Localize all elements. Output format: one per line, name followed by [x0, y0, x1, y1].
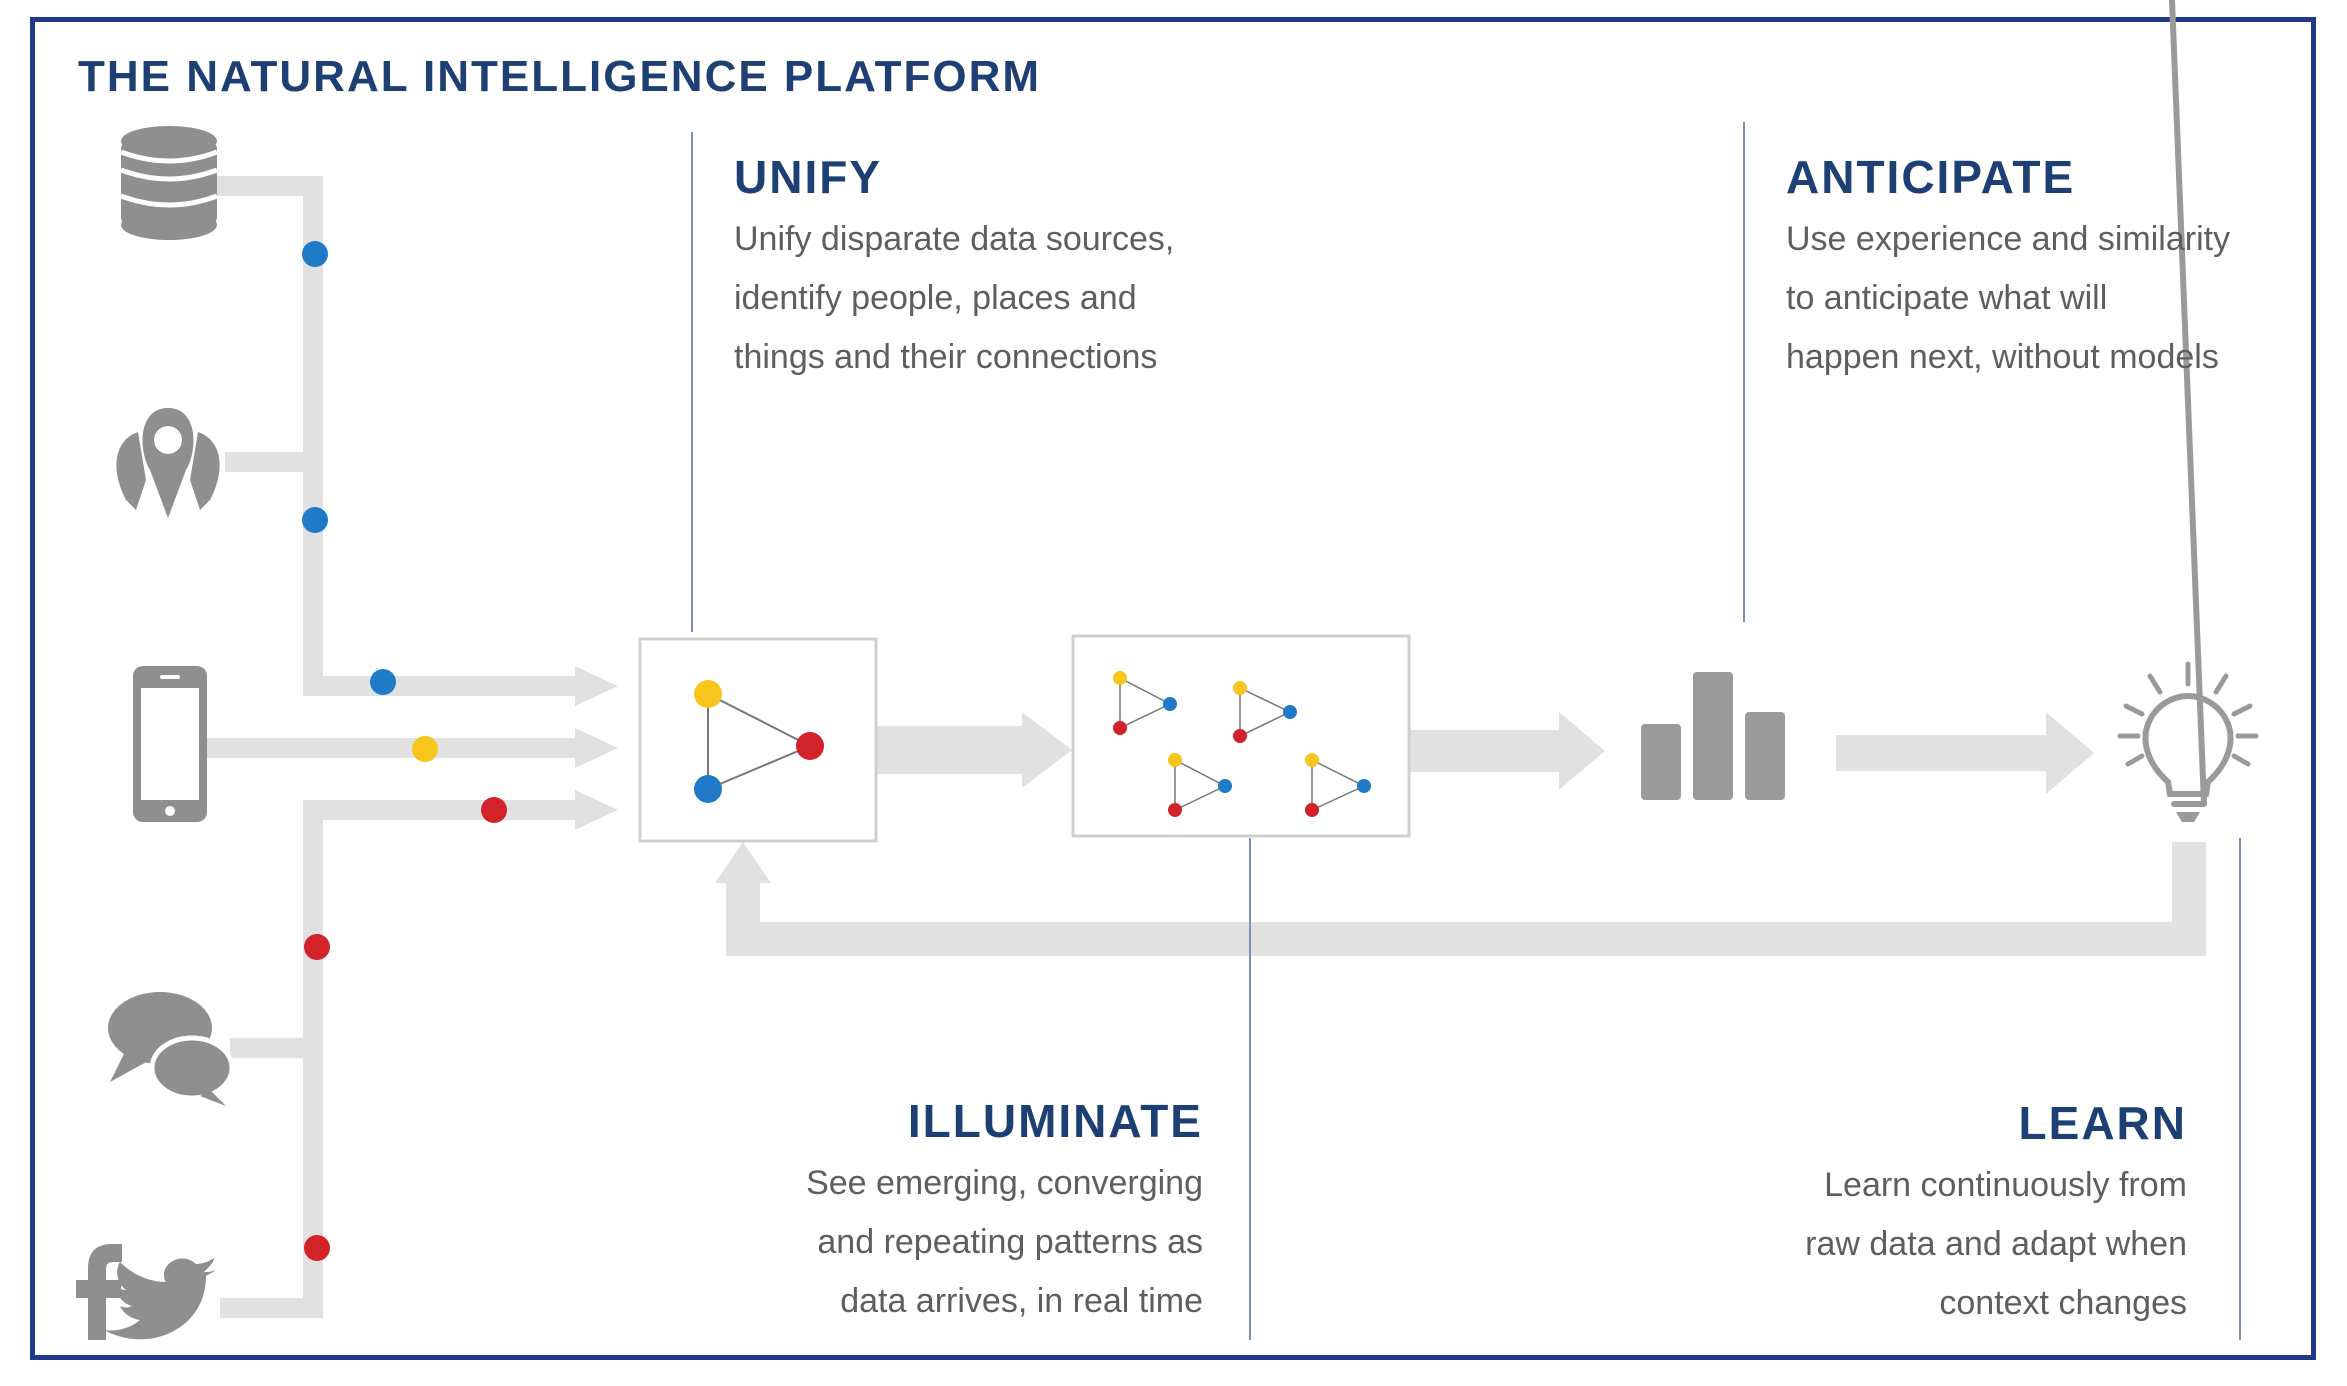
red-dot	[304, 934, 330, 960]
anticipate-line: happen next, without models	[1786, 338, 2219, 376]
unify-line: things and their connections	[734, 338, 1158, 376]
illuminate-heading: ILLUMINATE	[907, 1095, 1203, 1147]
page-title: THE NATURAL INTELLIGENCE PLATFORM	[78, 52, 1042, 101]
blue-dot	[370, 669, 396, 695]
location-icon	[116, 408, 220, 518]
triangle-graph-icon	[638, 637, 878, 843]
illuminate-line: and repeating patterns as	[817, 1223, 1203, 1261]
pattern-cluster-icon	[1071, 634, 1411, 838]
mobile-phone-icon	[133, 666, 207, 822]
data-dots	[302, 241, 507, 1261]
illuminate-description: See emerging, converging and repeating p…	[806, 1154, 1203, 1331]
learn-line: context changes	[1939, 1284, 2187, 1322]
learn-line: Learn continuously from	[1824, 1166, 2187, 1204]
database-icon	[120, 126, 218, 240]
anticipate-line: to anticipate what will	[1786, 279, 2108, 317]
facebook-icon	[76, 1244, 122, 1340]
section-dividers	[691, 122, 2241, 1340]
blue-dot	[302, 507, 328, 533]
mini-triangle	[1168, 753, 1232, 817]
unify-heading: UNIFY	[734, 151, 882, 203]
anticipate-heading: ANTICIPATE	[1786, 151, 2076, 203]
red-dot	[304, 1235, 330, 1261]
learn-heading: LEARN	[2018, 1097, 2187, 1149]
yellow-dot	[412, 736, 438, 762]
learn-description: Learn continuously from raw data and ada…	[1805, 1156, 2187, 1333]
bar-chart-icon	[1641, 672, 1785, 800]
mini-triangle	[1113, 671, 1177, 735]
blue-dot	[302, 241, 328, 267]
illuminate-line: data arrives, in real time	[840, 1282, 1203, 1320]
anticipate-description: Use experience and similarity to anticip…	[1786, 210, 2230, 387]
unify-line: identify people, places and	[734, 279, 1137, 317]
anticipate-line: Use experience and similarity	[1786, 220, 2231, 258]
learn-line: raw data and adapt when	[1805, 1225, 2187, 1263]
illuminate-line: See emerging, converging	[806, 1164, 1203, 1202]
unify-line: Unify disparate data sources,	[734, 220, 1175, 258]
twitter-icon	[104, 1258, 220, 1340]
mini-triangle	[1305, 753, 1371, 817]
mini-triangle	[1233, 681, 1297, 743]
chat-icon	[108, 992, 235, 1106]
unify-description: Unify disparate data sources, identify p…	[734, 210, 1174, 387]
red-dot	[481, 797, 507, 823]
lightbulb-icon	[2117, 0, 2259, 822]
data-pipes	[172, 176, 2206, 1318]
